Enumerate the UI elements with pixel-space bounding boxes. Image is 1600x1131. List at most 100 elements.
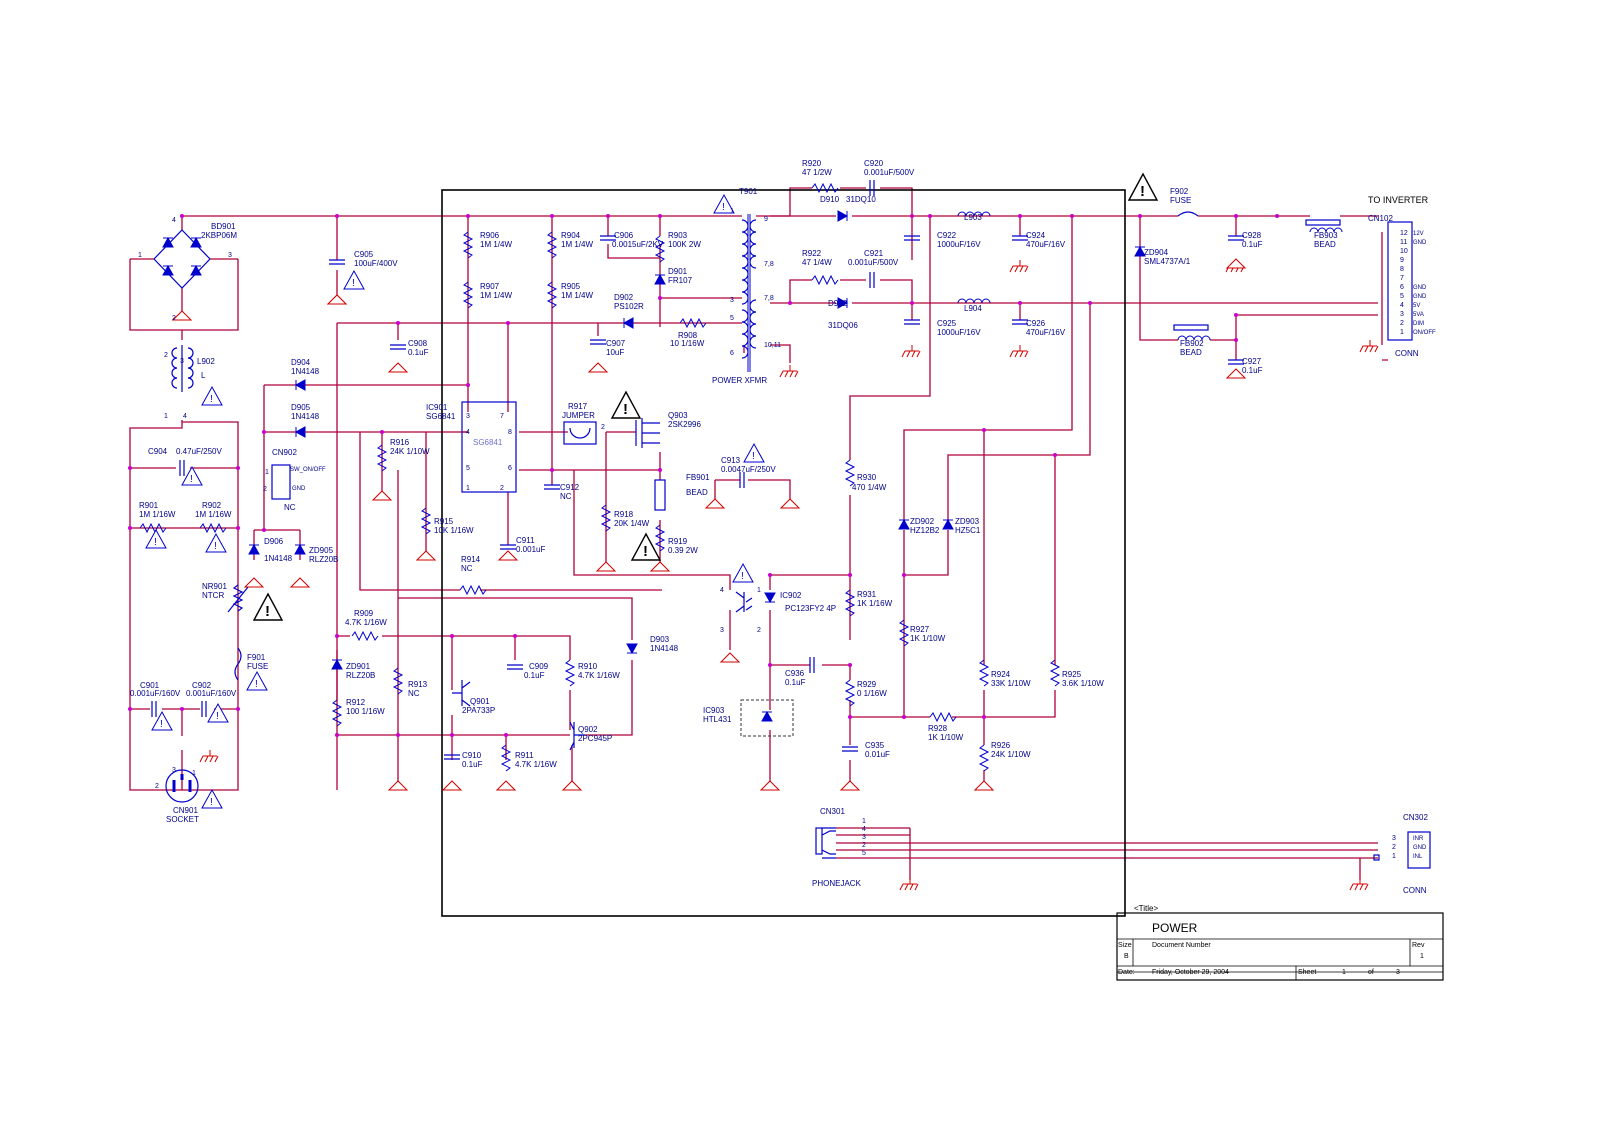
pin-l3: 3 xyxy=(180,358,184,365)
q903-value: 2SK2996 xyxy=(668,420,701,429)
r927-ref: R927 xyxy=(910,625,930,634)
ic901-pin-2: 2 xyxy=(500,485,504,492)
ic901-pin-8: 8 xyxy=(508,429,512,436)
nr901-value: NTCR xyxy=(202,591,224,600)
c902-ref: C902 xyxy=(192,681,212,690)
r917-value: JUMPER xyxy=(562,411,595,420)
cn902-pin2: 2 xyxy=(263,486,267,493)
cn301-pin-5: 5 xyxy=(862,850,866,857)
ic901-pin-5: 5 xyxy=(466,465,470,472)
zd902-value: HZ12B2 xyxy=(910,526,940,535)
r909-value: 4.7K 1/16W xyxy=(345,618,387,627)
r918-ref: R918 xyxy=(614,510,634,519)
r918-value: 20K 1/4W xyxy=(614,519,650,528)
pin-l4: 4 xyxy=(183,413,187,420)
f902-ref: F902 xyxy=(1170,187,1189,196)
power-xfmr-note: POWER XFMR xyxy=(712,376,767,385)
cn301-pin-4: 4 xyxy=(862,826,866,833)
f902-value: FUSE xyxy=(1170,196,1191,205)
ic901-pin-4: 4 xyxy=(466,429,470,436)
size-value: B xyxy=(1124,953,1129,960)
ic901-ref: IC901 xyxy=(426,403,448,412)
r922-value: 47 1/4W xyxy=(802,258,832,267)
cn902-sig2: GND xyxy=(292,486,306,492)
r902-value: 1M 1/16W xyxy=(195,510,232,519)
r903-value: 100K 2W xyxy=(668,240,701,249)
wires xyxy=(129,187,1388,880)
r911-value: 4.7K 1/16W xyxy=(515,760,557,769)
pin-t1: 1 xyxy=(730,208,734,215)
pin-ic2_3: 3 xyxy=(720,627,724,634)
r924-value: 33K 1/10W xyxy=(991,679,1031,688)
q902-ref: Q902 xyxy=(578,725,598,734)
ic902-value: PC123FY2 4P xyxy=(785,604,836,613)
cn102-sig-5: GND xyxy=(1413,294,1427,300)
cn102-pin-7: 7 xyxy=(1400,275,1404,282)
fb901-ref: FB901 xyxy=(686,473,710,482)
r927-value: 1K 1/10W xyxy=(910,634,946,643)
date-label: Date: xyxy=(1118,969,1135,976)
c912-ref: C912 xyxy=(560,483,580,492)
cn302-pin-2: 2 xyxy=(1392,844,1396,851)
r906-ref: R906 xyxy=(480,231,500,240)
r909-ref: R909 xyxy=(354,609,374,618)
pin-ic2_4: 4 xyxy=(720,587,724,594)
rev-label: Rev xyxy=(1412,942,1425,949)
r902-ref: R902 xyxy=(202,501,222,510)
c906-value: 0.0015uF/2KV xyxy=(612,240,664,249)
c908-ref: C908 xyxy=(408,339,428,348)
c905-ref: C905 xyxy=(354,250,374,259)
fb903-value: BEAD xyxy=(1314,240,1336,249)
zd904-ref: ZD904 xyxy=(1144,248,1169,257)
cn302-type: CONN xyxy=(1403,886,1427,895)
cn102-pin-6: 6 xyxy=(1400,284,1404,291)
c920-value: 0.001uF/500V xyxy=(864,168,915,177)
t901-ref: T901 xyxy=(739,187,758,196)
f901-ref: F901 xyxy=(247,653,266,662)
d906-value: 1N4148 xyxy=(264,554,293,563)
c909-value: 0.1uF xyxy=(524,671,545,680)
d910-ref: D910 xyxy=(820,195,840,204)
pin-ic2_2: 2 xyxy=(757,627,761,634)
zd904-value: SML4737A/1 xyxy=(1144,257,1191,266)
ic903-value: HTL431 xyxy=(703,715,732,724)
d903-ref: D903 xyxy=(650,635,670,644)
r904-ref: R904 xyxy=(561,231,581,240)
c936-ref: C936 xyxy=(785,669,805,678)
cn302-pin-3: 3 xyxy=(1392,835,1396,842)
c927-ref: C927 xyxy=(1242,357,1262,366)
pin-l2: 2 xyxy=(164,352,168,359)
d912-value: 31DQ06 xyxy=(828,321,858,330)
ic901-pin-1: 1 xyxy=(466,485,470,492)
cn102-sig-12: 12V xyxy=(1413,231,1424,237)
r929-ref: R929 xyxy=(857,680,877,689)
cn102-sig-4: 5V xyxy=(1413,303,1420,309)
pin-t9: 9 xyxy=(764,216,768,223)
r922-ref: R922 xyxy=(802,249,822,258)
c904-ref: C904 xyxy=(148,447,168,456)
c926-value: 470uF/16V xyxy=(1026,328,1066,337)
r915-value: 10K 1/16W xyxy=(434,526,474,535)
pin-bd4: 4 xyxy=(172,217,176,224)
zd901-value: RLZ20B xyxy=(346,671,375,680)
pin-ic2_1: 1 xyxy=(757,587,761,594)
fb903-ref: FB903 xyxy=(1314,231,1338,240)
c902-value: 0.001uF/160V xyxy=(186,689,237,698)
l903-ref: L903 xyxy=(964,213,982,222)
c928-ref: C928 xyxy=(1242,231,1262,240)
c910-ref: C910 xyxy=(462,751,482,760)
q903-ref: Q903 xyxy=(668,411,688,420)
r905-ref: R905 xyxy=(561,282,581,291)
cn102-sig-6: GND xyxy=(1413,285,1427,291)
ic901-pin-7: 7 xyxy=(500,413,504,420)
r916-ref: R916 xyxy=(390,438,410,447)
r908-value: 10 1/16W xyxy=(670,339,705,348)
pin-cn901_1: 1 xyxy=(192,770,196,777)
rev-value: 1 xyxy=(1420,953,1424,960)
d912-ref: D912 xyxy=(828,299,848,308)
r920-value: 47 1/2W xyxy=(802,168,832,177)
ic901-pin-6: 6 xyxy=(508,465,512,472)
cn102-pin-10: 10 xyxy=(1400,248,1408,255)
date-value: Friday, October 29, 2004 xyxy=(1152,969,1229,976)
c925-ref: C925 xyxy=(937,319,957,328)
